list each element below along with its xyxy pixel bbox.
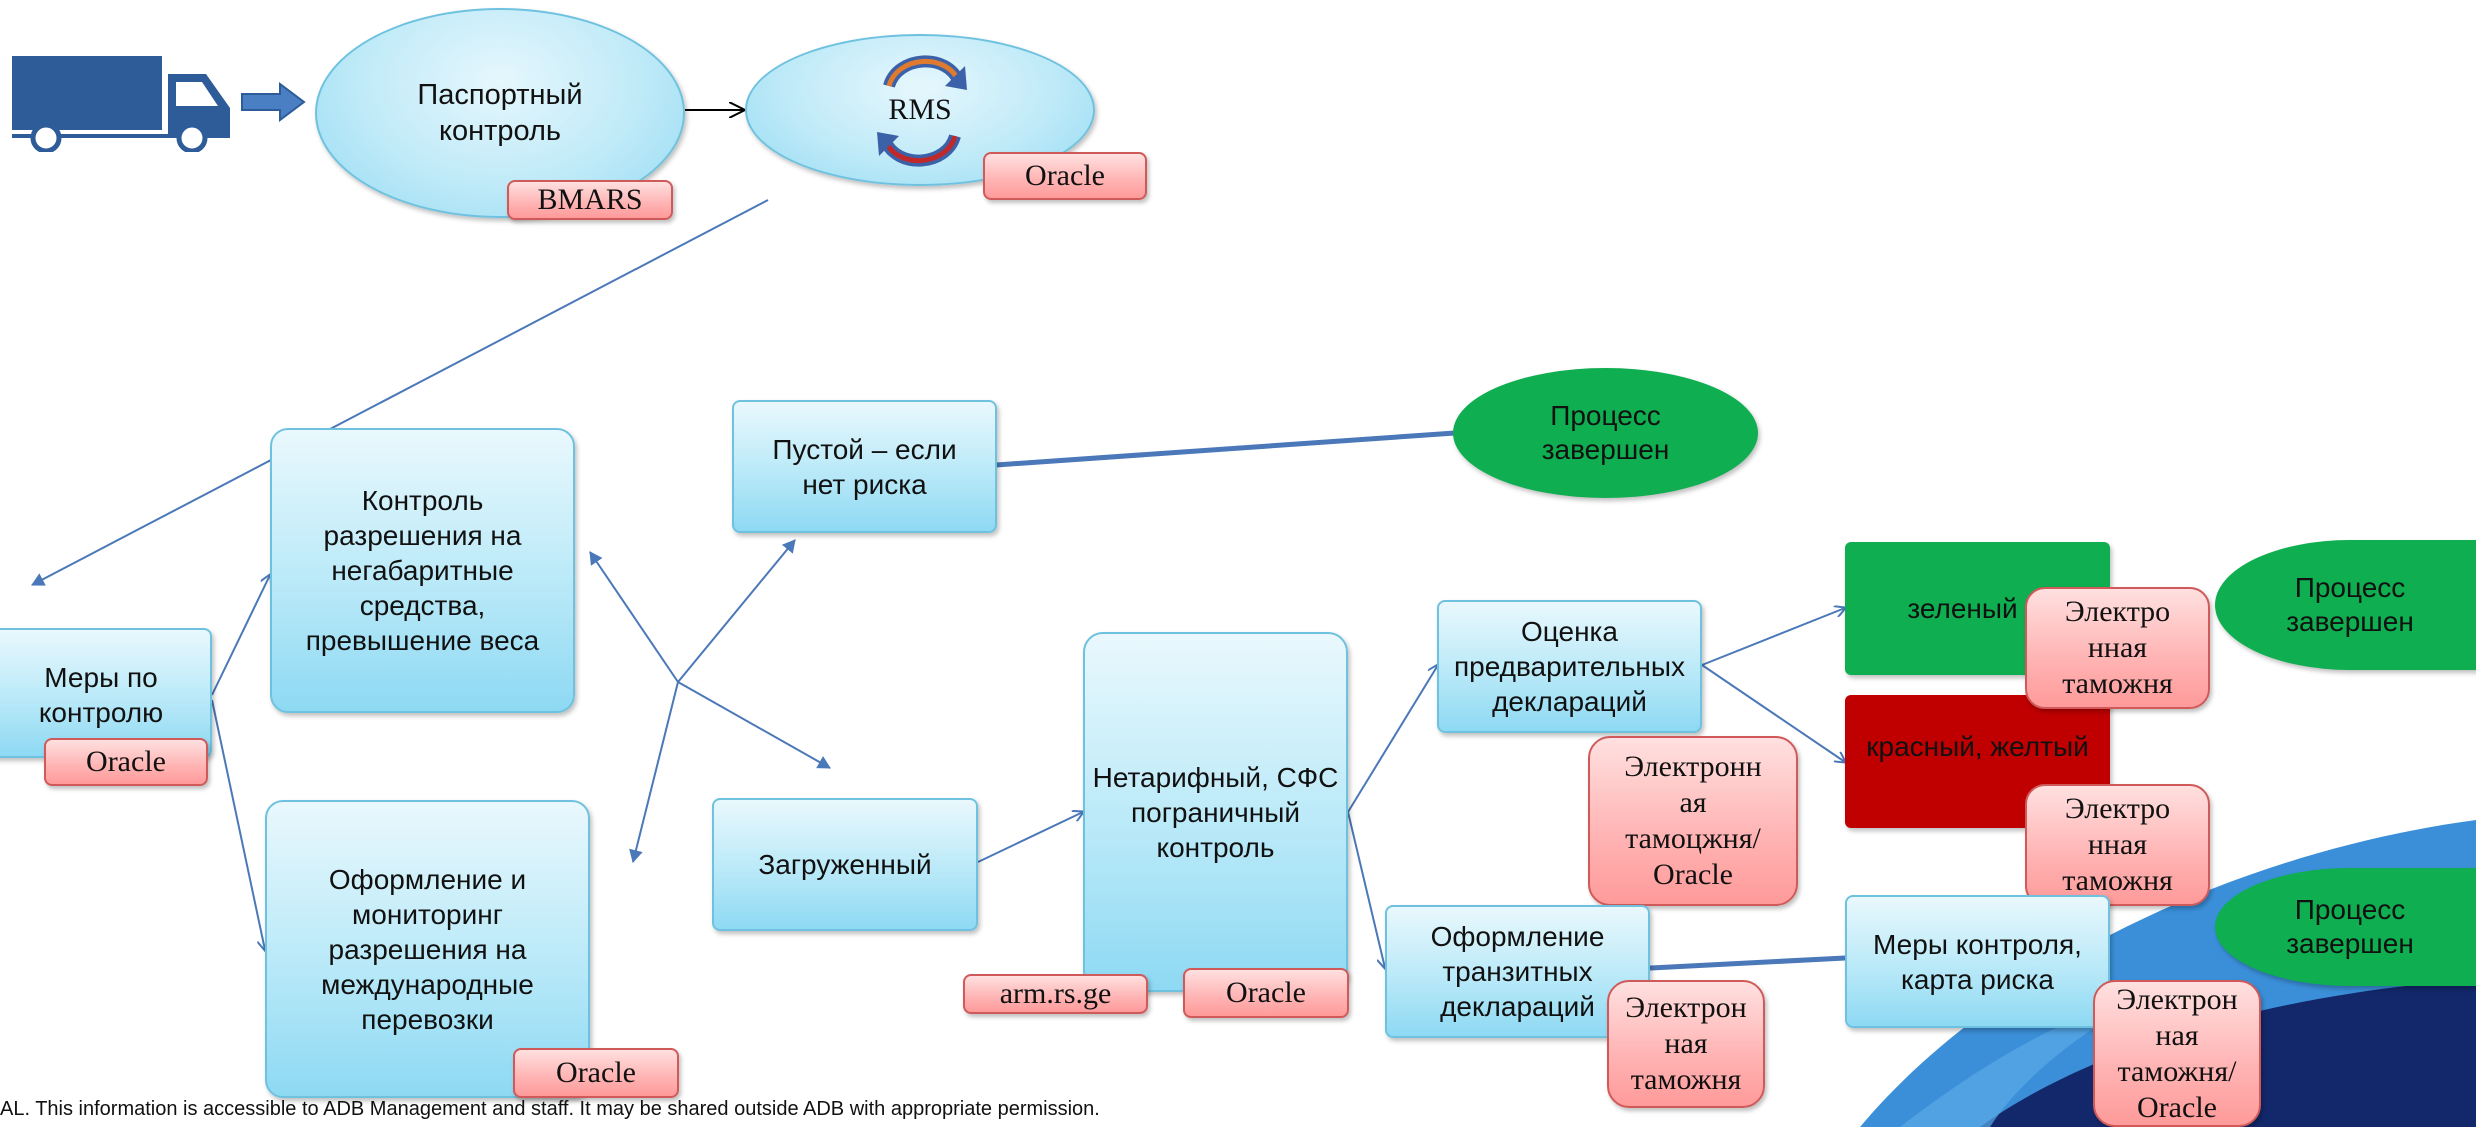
oversize-control-node: Контроль разрешения на негабаритные сред… bbox=[270, 428, 575, 713]
process-done-1: Процесс завершен bbox=[1453, 368, 1758, 498]
e-customs-red-tag: Электро нная таможня bbox=[2025, 784, 2210, 906]
process-done-1-label: Процесс завершен bbox=[1541, 400, 1670, 465]
e-customs-oracle-tag-2: Электрон ная таможня/ Oracle bbox=[2093, 980, 2261, 1127]
oracle-nontariff-tag: Oracle bbox=[1183, 968, 1349, 1018]
arrow-right-icon bbox=[240, 82, 306, 122]
bmars-tag: BMARS bbox=[507, 180, 673, 220]
process-done-3-label: Процесс завершен bbox=[2286, 894, 2414, 959]
cycle-arrows-icon bbox=[867, 46, 977, 176]
process-done-2: Процесс завершен bbox=[2215, 540, 2476, 670]
rms-label: RMS bbox=[888, 93, 952, 126]
oracle-measures-tag: Oracle bbox=[44, 738, 208, 786]
oracle-intl-tag: Oracle bbox=[513, 1048, 679, 1098]
prelim-declarations-node: Оценка предварительных деклараций bbox=[1437, 600, 1702, 733]
empty-label: Пустой – если нет риска bbox=[772, 433, 957, 500]
red-yellow-channel-label: красный, желтый bbox=[1866, 730, 2089, 762]
oracle-rms-tag: Oracle bbox=[983, 152, 1147, 200]
oversize-control-label: Контроль разрешения на негабаритные сред… bbox=[305, 485, 540, 656]
loaded-node: Загруженный bbox=[712, 798, 978, 931]
process-done-3: Процесс завершен bbox=[2215, 868, 2476, 986]
transit-declarations-node: Оформление транзитных деклараций bbox=[1385, 905, 1650, 1038]
e-customs-green-tag: Электро нная таможня bbox=[2025, 587, 2210, 709]
prelim-declarations-label: Оценка предварительных деклараций bbox=[1453, 616, 1686, 717]
e-customs-transit-tag: Электрон ная таможня bbox=[1607, 980, 1765, 1108]
transit-declarations-label: Оформление транзитных деклараций bbox=[1430, 921, 1605, 1022]
control-measures-risk-label: Меры контроля, карта риска bbox=[1873, 928, 2082, 995]
control-measures-risk-node: Меры контроля, карта риска bbox=[1845, 895, 2110, 1028]
truck-icon bbox=[10, 52, 230, 154]
intl-transport-label: Оформление и мониторинг разрешения на ме… bbox=[321, 863, 534, 1035]
empty-node: Пустой – если нет риска bbox=[732, 400, 997, 533]
passport-control-label: Паспортный контроль bbox=[417, 79, 583, 147]
control-measures-node: Меры по контролю bbox=[0, 628, 212, 758]
loaded-label: Загруженный bbox=[758, 849, 932, 880]
armrs-tag: arm.rs.ge bbox=[963, 974, 1148, 1014]
process-done-2-label: Процесс завершен bbox=[2286, 572, 2414, 637]
e-customs-oracle-tag-1: Электронн ая тамоцжня/ Oracle bbox=[1588, 736, 1798, 906]
control-measures-label: Меры по контролю bbox=[38, 662, 164, 728]
footer-disclaimer: AL. This information is accessible to AD… bbox=[0, 1098, 1100, 1120]
green-channel-label: зеленый bbox=[1907, 592, 2018, 624]
nontariff-node: Нетарифный, СФС пограничный контроль bbox=[1083, 632, 1348, 992]
nontariff-label: Нетарифный, СФС пограничный контроль bbox=[1092, 761, 1339, 863]
